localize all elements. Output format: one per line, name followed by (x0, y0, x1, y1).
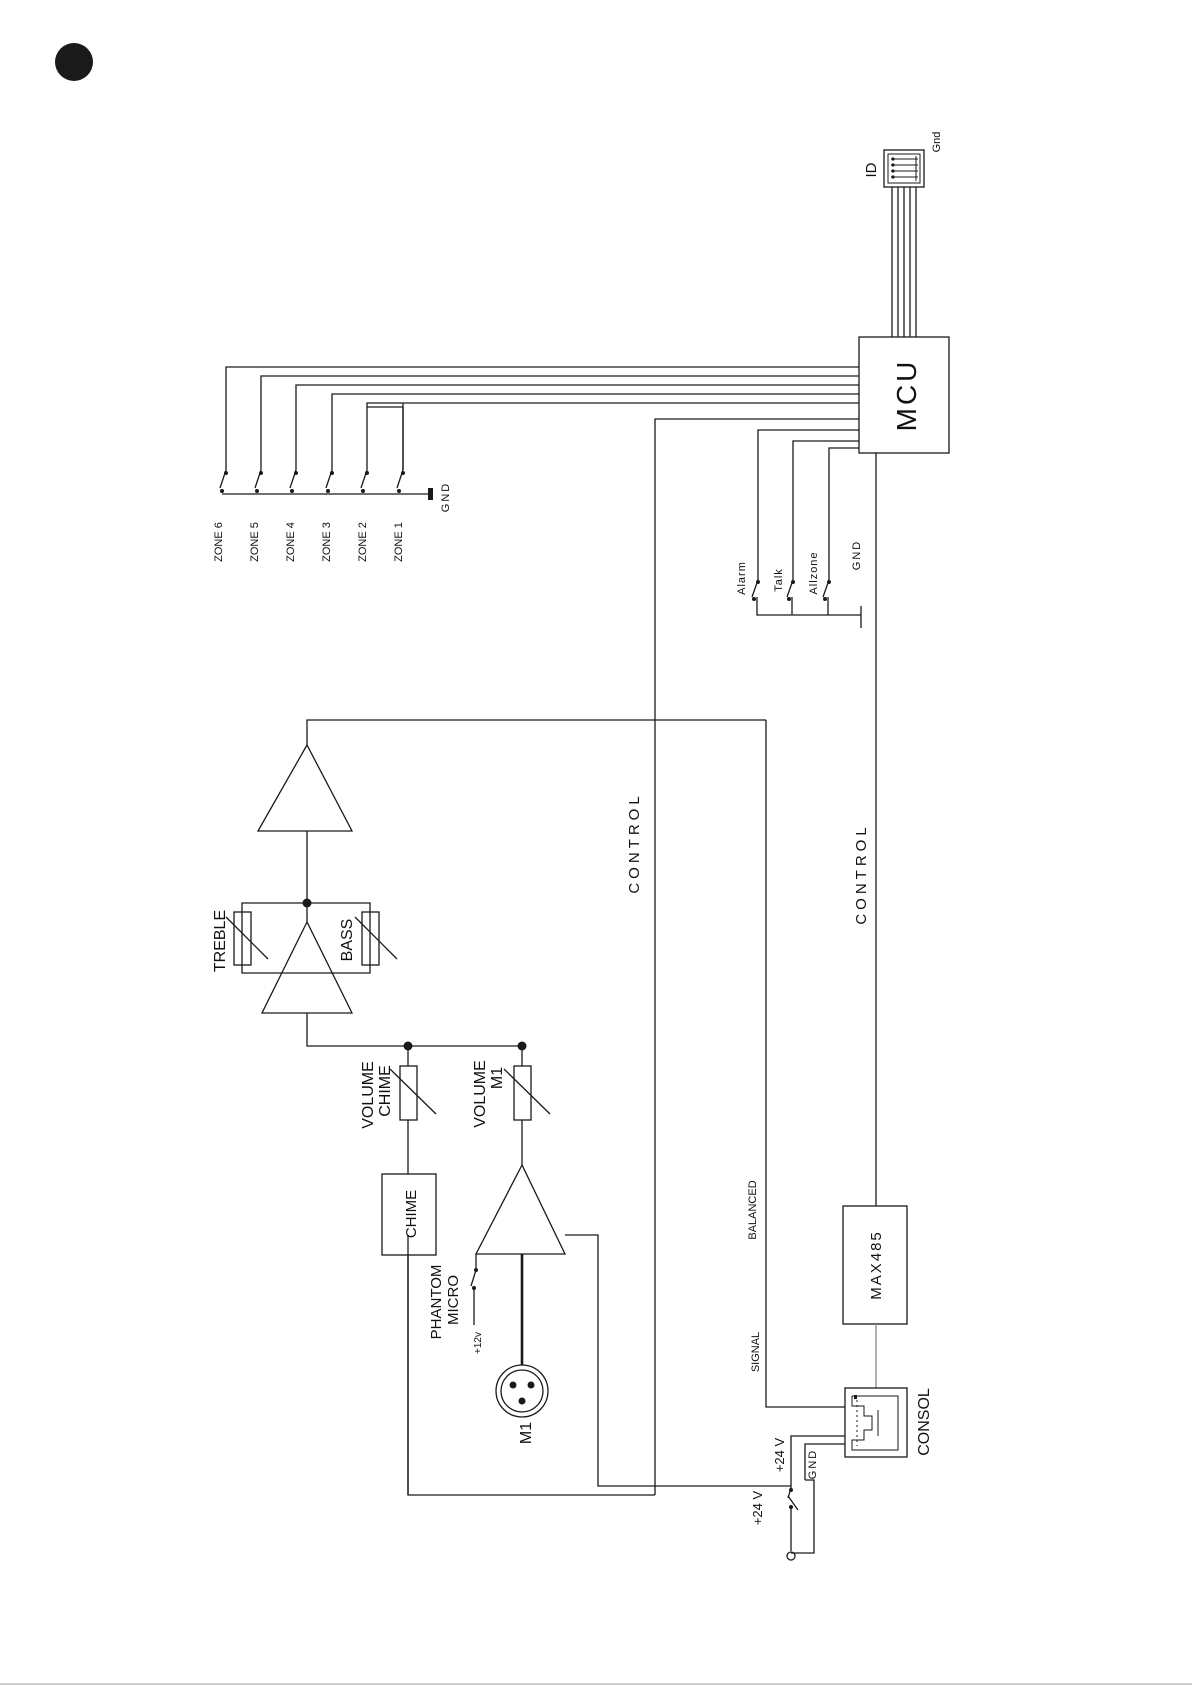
page-marker-dot (55, 43, 93, 81)
phantom-label-1: PHANTOM (428, 1265, 445, 1340)
zone6-label: ZONE 6 (213, 522, 225, 562)
gnd-switch-label: GND (851, 540, 863, 570)
output-amp-wire (307, 720, 766, 745)
talk-label: Talk (773, 568, 785, 592)
mixer-bus (307, 1013, 522, 1046)
zone3-label: ZONE 3 (321, 522, 333, 562)
id-label: ID (863, 162, 880, 177)
power-switch (787, 1480, 814, 1560)
control-left-label: CONTROL (626, 792, 643, 893)
treble-pot-arrow (226, 917, 268, 959)
m1-label: M1 (518, 1422, 535, 1444)
phantom-switch (471, 1254, 478, 1325)
power-24v-label: +24 V (750, 1491, 765, 1526)
zone5-label: ZONE 5 (249, 522, 261, 562)
id-bus (892, 187, 916, 337)
zone-switches (220, 470, 433, 500)
zone-gnd-label: GND (440, 482, 452, 512)
treble-label: TREBLE (212, 910, 229, 972)
id-connector (884, 150, 924, 187)
bottom-bus (408, 1235, 655, 1495)
mic-preamp (476, 1165, 565, 1254)
bass-pot-arrow (355, 917, 397, 959)
control-right-label: CONTROL (853, 823, 870, 924)
max485-label: MAX485 (868, 1230, 885, 1300)
mode-switches (752, 580, 861, 628)
signal-label: SIGNAL (750, 1332, 762, 1372)
zone4-label: ZONE 4 (285, 522, 297, 562)
alarm-label: Alarm (736, 561, 748, 595)
consol-24v-label: +24 V (772, 1438, 787, 1473)
zone2-label: ZONE 2 (357, 522, 369, 562)
volume-m1-label-2: M1 (489, 1067, 506, 1089)
chime-label: CHIME (403, 1190, 420, 1238)
volume-m1-label-1: VOLUME (472, 1060, 489, 1128)
treble-wire (242, 903, 307, 973)
bass-label: BASS (339, 919, 356, 962)
volume-chime-label-2: CHIME (377, 1065, 394, 1117)
mcu-label: MCU (891, 359, 922, 432)
volume-chime-arrow (390, 1069, 436, 1114)
id-gnd-label: Gnd (931, 132, 943, 153)
consol-label: CONSOL (916, 1388, 933, 1456)
phantom-voltage-label: +12v (473, 1332, 484, 1354)
consol-gnd-label: GND (807, 1449, 819, 1479)
m1-xlr-connector (496, 1365, 548, 1417)
phantom-label-2: MICRO (445, 1275, 462, 1325)
balanced-signal-line (766, 720, 845, 1407)
zone1-label: ZONE 1 (393, 522, 405, 562)
output-amplifier (258, 745, 352, 831)
allzone-label: Allzone (808, 551, 820, 594)
balanced-label: BALANCED (747, 1180, 759, 1239)
consol-connector (845, 1388, 907, 1457)
volume-chime-label-1: VOLUME (360, 1061, 377, 1129)
volume-m1-arrow (504, 1069, 550, 1114)
